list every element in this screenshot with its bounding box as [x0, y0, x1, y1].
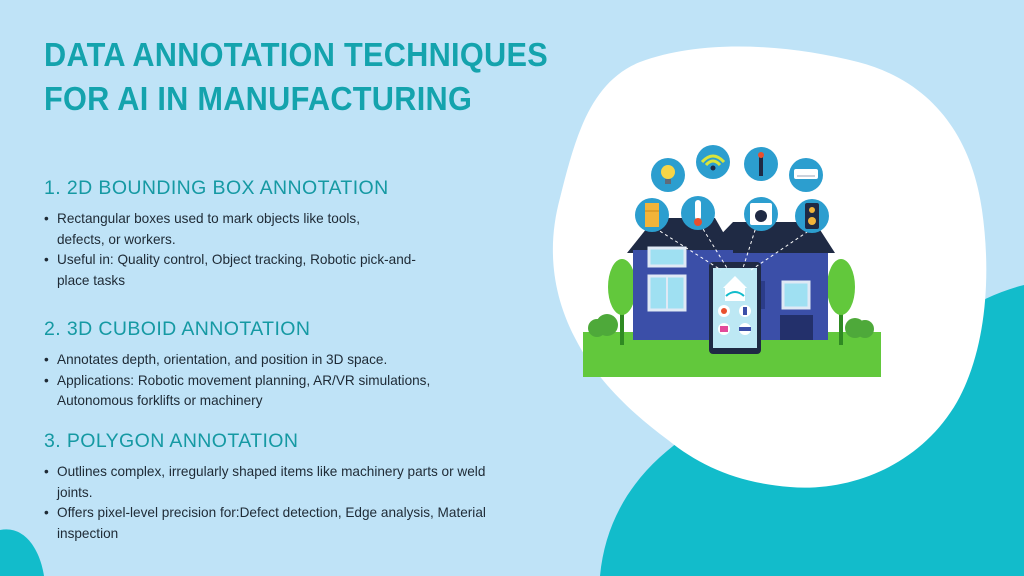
roof [703, 222, 835, 253]
bullet-item: Applications: Robotic movement planning,… [44, 371, 437, 412]
section-heading: 1. 2D BOUNDING BOX ANNOTATION [44, 177, 389, 199]
bullet-item: Outlines complex, irregularly shaped ite… [44, 462, 512, 503]
section-3d-cuboid: 2. 3D CUBOID ANNOTATION Annotates depth,… [44, 317, 514, 412]
bullet-item: Useful in: Quality control, Object track… [44, 250, 432, 291]
section-2d-bounding-box: 1. 2D BOUNDING BOX ANNOTATION Rectangula… [44, 176, 514, 291]
page-title: DATA ANNOTATION TECHNIQUES FOR AI IN MAN… [44, 36, 548, 117]
section-heading: 3. POLYGON ANNOTATION [44, 430, 299, 452]
window [647, 246, 687, 268]
section-polygon: 3. POLYGON ANNOTATION Outlines complex, … [44, 429, 514, 544]
bullet-item: Rectangular boxes used to mark objects l… [44, 209, 397, 250]
bullet-list: Outlines complex, irregularly shaped ite… [44, 462, 514, 544]
device-icons [635, 145, 829, 233]
teal-corner [0, 529, 44, 576]
bullet-list: Rectangular boxes used to mark objects l… [44, 209, 514, 291]
section-heading: 2. 3D CUBOID ANNOTATION [44, 318, 311, 340]
tree [827, 259, 855, 315]
door [780, 315, 813, 340]
window [781, 280, 811, 310]
bullet-list: Annotates depth, orientation, and positi… [44, 350, 514, 412]
bullet-item: Annotates depth, orientation, and positi… [44, 350, 514, 371]
tree [608, 259, 636, 315]
bullet-item: Offers pixel-level precision for:Defect … [44, 503, 487, 544]
smart-home-illustration [583, 145, 881, 377]
